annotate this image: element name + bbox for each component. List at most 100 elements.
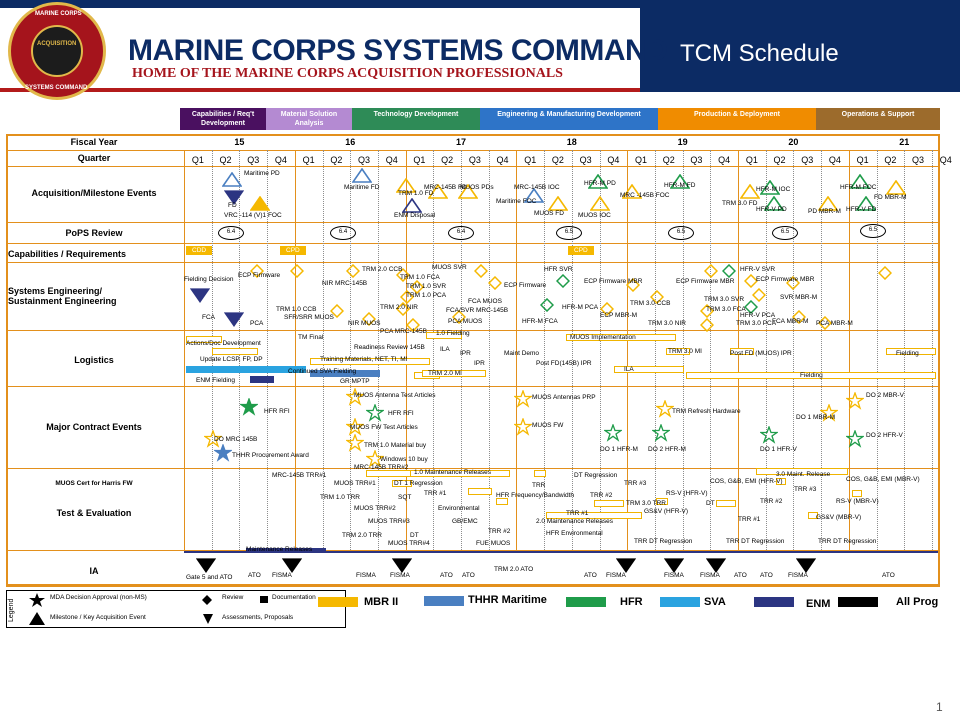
assessment-triangle-icon: [224, 312, 244, 328]
test-event-label: TRR: [532, 482, 546, 489]
test-event-bar: [776, 478, 786, 485]
acquisition-event-label: HFR-M PD: [584, 180, 616, 187]
logistics-label: ILA: [440, 346, 450, 353]
diamond-icon: [202, 595, 212, 605]
test-event-label: MUOS TRR#2: [354, 505, 396, 512]
acquisition-event-label: MUOS IOC: [578, 212, 611, 219]
engineering-event-label: NIR MUOS: [348, 320, 381, 327]
ia-event-label: TRM 2.0 ATO: [494, 566, 534, 573]
test-event-label: 2.0 Maintenance Releases: [536, 518, 613, 525]
row-logistics: Logistics: [74, 355, 114, 365]
pops-review-marker: 6.4: [330, 226, 356, 240]
engineering-event-label: ECP Firmware: [238, 272, 281, 279]
contract-star-icon: [240, 398, 258, 416]
engineering-event-label: TRM 3.0 NIR: [648, 320, 686, 327]
test-event-label: TRR #1: [738, 516, 761, 523]
test-event-bar: [410, 470, 510, 477]
assessment-triangle-icon: [796, 558, 816, 574]
milestone-triangle-icon: [588, 174, 608, 189]
milestone-triangle-icon: [352, 168, 372, 183]
review-diamond-icon: [406, 318, 420, 332]
test-event-bar: [808, 512, 818, 519]
logistics-label: Fielding: [896, 350, 919, 357]
milestone-triangle-icon: [402, 198, 422, 213]
acquisition-event-label: MRC-145B FD: [424, 184, 467, 191]
test-event-label: 1.0 Maintenance Releases: [414, 469, 491, 476]
test-event-label: MRC-145B TRR#1: [272, 472, 327, 479]
swatch-enm: [754, 597, 794, 607]
quarter: Q3: [912, 155, 925, 165]
contract-star-icon: [846, 430, 864, 448]
engineering-event-label: TRM 3.0 SVR: [704, 296, 745, 303]
row-divider: [6, 150, 940, 151]
contract-event-label: HFR RFI: [264, 408, 290, 415]
assessment-triangle-icon: [616, 558, 636, 574]
ia-timeline-line: [184, 551, 938, 553]
milestone-triangle-icon: [850, 174, 870, 189]
milestone-triangle-icon: [622, 184, 642, 199]
review-diamond-icon: [700, 304, 714, 318]
test-event-bar: [756, 468, 848, 475]
engineering-event-label: PCA: [250, 320, 264, 327]
milestone-triangle-icon: [760, 180, 780, 195]
contract-star-icon: [604, 424, 622, 442]
contract-event-label: MUOS FW Test Articles: [350, 424, 418, 431]
acquisition-event-label: HFR-M FD: [664, 182, 696, 189]
review-diamond-icon: [786, 276, 800, 290]
assessment-triangle-icon: [190, 288, 210, 304]
quarter: Q2: [662, 155, 675, 165]
document-icon: [260, 596, 268, 603]
logistics-bar-filled: [250, 376, 274, 383]
contract-event-label: MUOS Antenna Test Articles: [354, 392, 436, 399]
quarter: Q3: [468, 155, 481, 165]
phase-material-solution: Material Solution Analysis: [266, 108, 352, 130]
logistics-label: IPR: [474, 360, 485, 367]
seal-bottom-text: SYSTEMS COMMAND: [25, 85, 88, 91]
fiscal-year: 15: [234, 137, 245, 147]
page-title: TCM Schedule: [680, 40, 839, 67]
fiscal-year-label: Fiscal Year: [70, 137, 118, 147]
logistics-label: 1.0 Fielding: [436, 330, 470, 337]
engineering-event-label: SVR MBR-M: [780, 294, 818, 301]
ia-event-label: ATO: [734, 572, 747, 579]
logistics-label: TRM 2.0 MI: [428, 370, 462, 377]
acquisition-event-label: MRC-145B IOC: [514, 184, 560, 191]
legend-sva: SVA: [704, 596, 726, 608]
row-divider: [6, 243, 940, 244]
contract-event-label: DO 2 MBR-V: [866, 392, 904, 399]
quarter: Q2: [330, 155, 343, 165]
row-divider: [6, 550, 940, 551]
test-event-label: RS-V (HFR-V): [666, 490, 708, 497]
seal-center-text: ACQUISITION: [37, 41, 77, 47]
test-event-bar: [496, 498, 508, 505]
quarter-gridline: [488, 150, 490, 550]
acquisition-event-label: FD: [228, 202, 237, 209]
review-diamond-icon: [650, 290, 664, 304]
test-event-label: FUE MUOS: [476, 540, 511, 547]
quarter-gridline: [184, 150, 185, 550]
phase-capabilities: Capabilities / Req't Development: [180, 108, 266, 130]
quarter: Q4: [828, 155, 841, 165]
test-event-label: MUOS TRR#3: [368, 518, 410, 525]
test-event-label: TRR #2: [488, 528, 511, 535]
fiscal-year: 16: [345, 137, 356, 147]
review-diamond-icon: [410, 280, 424, 294]
review-diamond-icon: [752, 288, 766, 302]
banner-top-stripe: [0, 0, 960, 8]
contract-star-icon: [656, 400, 674, 418]
quarter-gridline: [765, 150, 767, 550]
test-event-label: MUOS TRR#4: [388, 540, 430, 547]
contract-star-icon: [346, 418, 364, 436]
quarter: Q4: [607, 155, 620, 165]
quarter-gridline: [599, 150, 601, 550]
milestone-triangle-icon: [590, 196, 610, 211]
quarter: Q1: [745, 155, 758, 165]
quarter-label: Quarter: [77, 153, 111, 163]
logistics-label: Readiness Review 145B: [354, 344, 425, 351]
quarter: Q1: [856, 155, 869, 165]
quarter: Q1: [413, 155, 426, 165]
milestone-triangle-icon: [670, 174, 690, 189]
acquisition-event-label: MRC -145B FOC: [620, 192, 670, 199]
contract-star-icon: [652, 424, 670, 442]
review-diamond-icon: [626, 278, 640, 292]
